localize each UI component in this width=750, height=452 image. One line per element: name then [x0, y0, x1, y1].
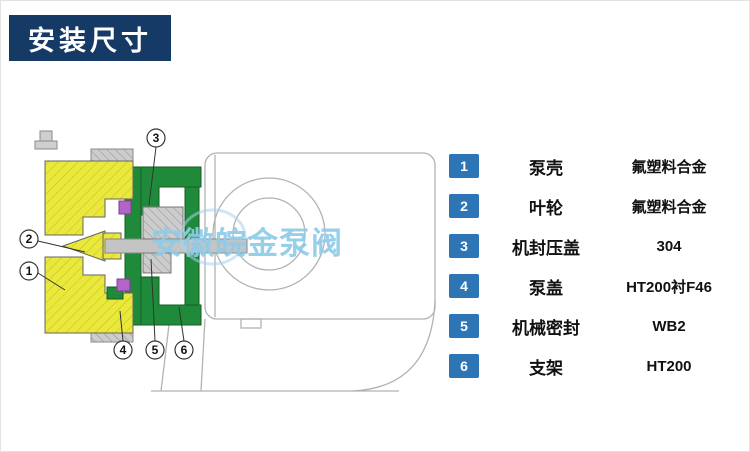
- table-row: 3 机封压盖 304: [449, 233, 731, 259]
- flange-block-bottom: [90, 332, 134, 343]
- callout-3: 3: [153, 131, 160, 145]
- part-name: 泵盖: [529, 278, 563, 298]
- bolt-detail: [34, 130, 58, 150]
- section-title: 安装尺寸: [28, 25, 152, 56]
- callout-2: 2: [26, 232, 33, 246]
- part-material: HT200衬F46: [626, 278, 712, 296]
- table-row: 5 机械密封 WB2: [449, 313, 731, 339]
- part-number-badge: 1: [449, 154, 479, 178]
- bracket: [106, 166, 202, 326]
- part-name: 支架: [529, 358, 563, 378]
- leader-line-6: [178, 306, 185, 342]
- part-number-badge: 2: [449, 194, 479, 218]
- callout-circle-1: [19, 261, 39, 281]
- part-name: 泵壳: [529, 158, 563, 178]
- shaft: [104, 238, 248, 254]
- table-row: 4 泵盖 HT200衬F46: [449, 273, 731, 299]
- callout-circle-2: [19, 229, 39, 249]
- section-banner: 安装尺寸: [9, 15, 171, 61]
- flange-block-top: [90, 148, 134, 162]
- callouts: 2 1 3 4 5 6: [19, 128, 194, 360]
- callout-4: 4: [120, 343, 127, 357]
- callout-6: 6: [181, 343, 188, 357]
- outline-drawing: [151, 152, 436, 392]
- table-row: 2 叶轮 氟塑料合金: [449, 193, 731, 219]
- part-material: 304: [656, 237, 682, 255]
- part-number-badge: 4: [449, 274, 479, 298]
- callout-circle-5: [145, 340, 165, 360]
- part-number-badge: 3: [449, 234, 479, 258]
- callout-circle-3: [146, 128, 166, 148]
- callout-5: 5: [152, 343, 159, 357]
- seal-gland: [116, 200, 132, 292]
- parts-table: 1 泵壳 氟塑料合金 2 叶轮 氟塑料合金 3 机封压盖 304 4 泵盖 HT…: [449, 153, 731, 393]
- leader-line-1: [37, 272, 66, 291]
- part-number-badge: 5: [449, 314, 479, 338]
- leader-line-2: [37, 240, 86, 253]
- callout-circle-4: [113, 340, 133, 360]
- mechanical-seal: [142, 206, 184, 274]
- table-row: 1 泵壳 氟塑料合金: [449, 153, 731, 179]
- pump-casing: [44, 160, 134, 334]
- part-name: 叶轮: [529, 198, 563, 218]
- part-name: 机械密封: [512, 318, 580, 338]
- part-material: 氟塑料合金: [631, 198, 707, 216]
- part-name: 机封压盖: [512, 238, 580, 258]
- table-row: 6 支架 HT200: [449, 353, 731, 379]
- pump-sectional-diagram: 2 1 3 4 5 6: [19, 128, 436, 392]
- callout-1: 1: [26, 264, 33, 278]
- part-number-badge: 6: [449, 354, 479, 378]
- part-material: 氟塑料合金: [631, 158, 707, 176]
- watermark-arc: [179, 208, 247, 266]
- leader-line-4: [119, 310, 124, 342]
- leader-line-3: [148, 146, 157, 206]
- part-material: HT200: [646, 357, 692, 375]
- part-material: WB2: [652, 317, 686, 335]
- callout-circle-6: [174, 340, 194, 360]
- leader-line-5: [150, 258, 156, 342]
